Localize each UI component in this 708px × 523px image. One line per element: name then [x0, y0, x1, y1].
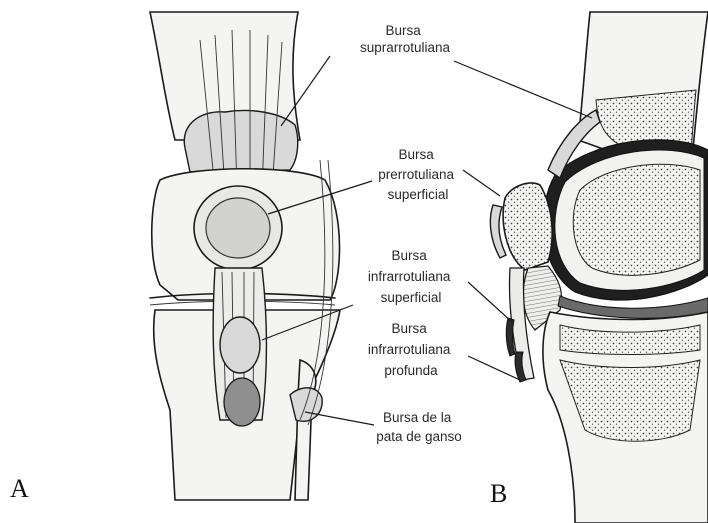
panel-label-a: A	[10, 474, 29, 503]
panel-label-b: B	[490, 479, 507, 508]
label-pata-ganso: Bursa de la pata de ganso	[376, 410, 462, 444]
sagittal-knee-view	[490, 12, 708, 523]
label-suprarrotuliana: Bursa suprarrotuliana	[360, 23, 451, 55]
leader-pata-ganso	[305, 412, 374, 425]
infrapatellar-deep-bursa-a	[220, 317, 260, 373]
tibial-tuberosity-bursa-a	[224, 378, 260, 426]
suprapatellar-bursa-a	[184, 111, 297, 172]
label-infra-superficial: Bursa infrarrotuliana superficial	[368, 248, 454, 305]
leader-infra-superficial-b	[468, 282, 512, 322]
leader-infra-profunda-b	[468, 356, 520, 380]
leader-suprarrotuliana-b	[454, 61, 592, 118]
anterior-knee-view	[150, 12, 340, 500]
label-infra-profunda: Bursa infrarrotuliana profunda	[368, 321, 454, 378]
label-prerrotuliana: Bursa prerrotuliana superficial	[378, 147, 458, 202]
patella-b	[503, 183, 552, 270]
leader-prerrotuliana-b	[463, 170, 500, 196]
prepatellar-bursa-a	[206, 198, 270, 258]
